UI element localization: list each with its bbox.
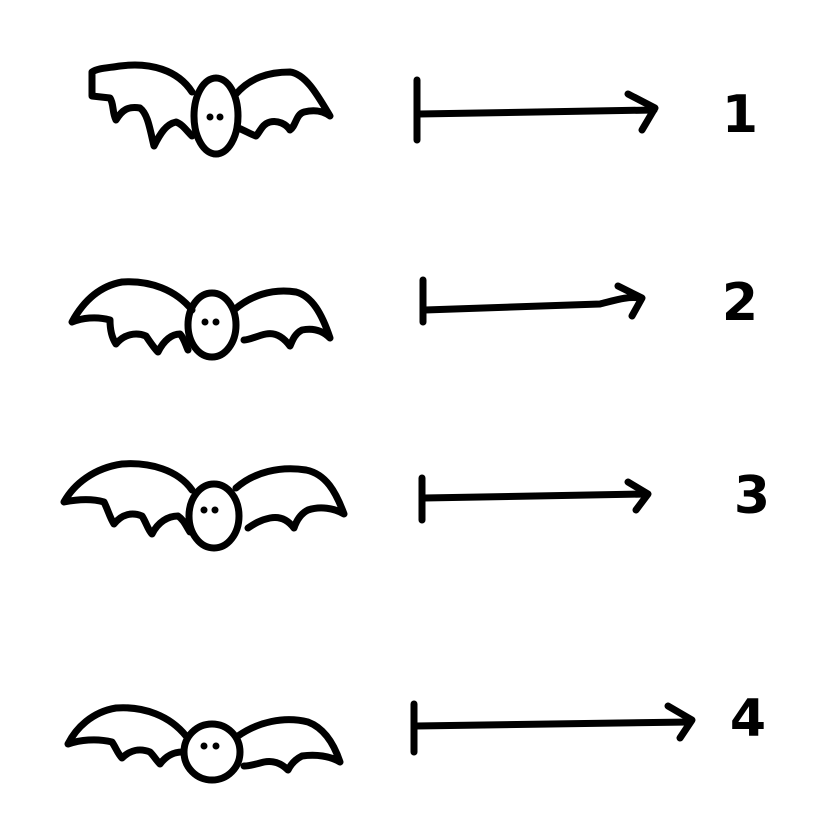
bat-2-right-eye [212,318,220,326]
arrow-2 [419,276,646,326]
row-1: 1 [88,61,758,158]
arrow-3-shaft [420,490,650,502]
bat-4-left-wing [64,704,190,768]
bat-1-right-wing [232,68,334,140]
bat-4-left-eye [200,742,208,750]
arrow-4-head [664,702,696,742]
row-1-number: 1 [722,85,758,145]
bat-1-body [190,74,242,158]
arrow-1 [413,76,659,144]
row-4-number: 4 [730,689,766,749]
bat-1-left-wing [88,61,196,150]
row-2-number: 2 [722,273,758,333]
bat-1-left-eye [206,113,214,121]
arrow-3-head [624,478,652,514]
bat-1 [88,61,334,158]
bat-2-left-wing [68,278,196,356]
bat-4-right-wing [234,716,344,774]
bat-4-body [180,720,244,784]
bat-3-body [185,480,243,552]
arrow-2-head [614,282,646,320]
arrow-3 [418,474,652,524]
bat-2 [68,278,334,361]
row-4: 4 [64,689,766,784]
bat-1-right-eye [216,113,224,121]
bat-2-right-wing [230,287,334,350]
bat-3-left-wing [60,460,196,538]
row-3-number: 3 [734,466,770,526]
bat-2-left-eye [201,318,209,326]
arrow-4-shaft [412,718,694,730]
bat-2-body [184,289,240,361]
bat-4 [64,704,344,784]
arrow-4 [410,700,696,756]
arrow-1-head [624,90,659,134]
bat-3-left-eye [200,506,208,514]
bat-3 [60,460,348,552]
arrow-1-shaft [415,106,658,118]
bat-3-right-wing [232,465,348,532]
bat-4-right-eye [212,742,220,750]
row-3: 3 [60,460,770,552]
bat-3-right-eye [211,506,219,514]
arrow-2-shaft [421,294,644,314]
row-2: 2 [68,273,758,361]
